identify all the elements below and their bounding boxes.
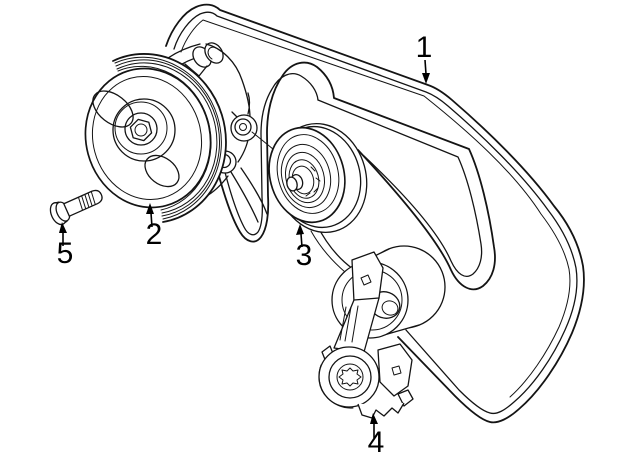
pulley-groove-2 [116,62,218,214]
belt-idler-to-tensioner-inner [310,230,346,273]
idler-spline-ticks [305,166,321,197]
belt-face-line [180,19,571,398]
callout-3: 3 [296,224,313,272]
pulley-lightening-hole-upper [92,90,134,128]
belt-tensioner [318,245,446,419]
idler-ring-2 [280,143,332,209]
drive-belt [165,3,585,424]
belt-inner-run-outer [209,61,496,291]
pump-pulley [69,53,227,223]
belt-inner-edge [173,11,578,415]
callouts: 1 2 3 4 5 [57,31,433,459]
pump-top-arm-line [167,43,201,59]
callout-2: 2 [146,203,163,251]
pump-bracket-edge2 [240,167,268,215]
callout-1-arrowhead [422,73,430,84]
callout-5-label: 5 [57,237,74,270]
tensioner-arm-ribs [339,305,359,343]
pump-ring-boss-hole [239,123,247,131]
pulley-face-dish [91,76,203,200]
pulley-rim-edge [112,53,227,223]
tensioner-bracket [377,343,413,397]
pulley-face [84,67,212,209]
callout-2-arrow-line [150,212,153,228]
callout-5-arrowhead [59,222,67,233]
callout-5: 5 [57,222,74,270]
idler-pulley [268,122,368,234]
tensioner-arm-hole [360,274,372,286]
pulley-hub-hex-bolt [129,118,153,142]
pulley-groove-4 [114,56,222,220]
belt-outer-edge [165,3,585,424]
callout-2-label: 2 [146,218,163,251]
belt-inner-run-inner [216,73,319,236]
callout-4-arrowhead [370,413,378,424]
callout-3-arrow-line [300,233,303,248]
bolt-head-sides [53,201,68,225]
pulley-hub-ring [124,112,158,146]
callout-1-label: 1 [416,31,433,64]
callout-2-arrowhead [146,203,154,214]
callout-4: 4 [368,413,385,459]
pump-ring-boss [234,118,252,136]
pulley-hub-bolt-center [134,123,148,137]
pulley-lightening-hole-lower [144,154,180,188]
pulley-hub-chamfer [114,101,168,155]
callout-4-label: 4 [368,426,385,459]
callout-1: 1 [416,31,433,84]
tensioner-base-ring-inner [336,363,364,391]
tensioner-bracket-hole [391,365,402,376]
pulley-hub-boss [112,98,176,162]
bolt-threads [78,191,96,211]
callout-3-label: 3 [296,239,313,272]
tensioner-bracket-tab [397,389,414,407]
idler-ring-1 [276,134,340,214]
tensioner-feet [357,402,405,419]
tensioner-base-spline [338,367,362,387]
belt-inner-run-inner2 [317,99,483,277]
tensioner-base-ring [328,355,372,399]
pulley-groove-3 [115,59,221,217]
callout-1-arrow-line [424,59,427,75]
idler-hub-stud [286,176,298,192]
tensioner-base-flange [318,364,354,409]
tensioner-arm-head [351,251,384,303]
tensioner-drum-bearing-inner [381,300,399,316]
pump-bracket-edge [230,171,259,223]
mounting-bolt [49,189,103,226]
callout-3-arrowhead [296,224,304,235]
